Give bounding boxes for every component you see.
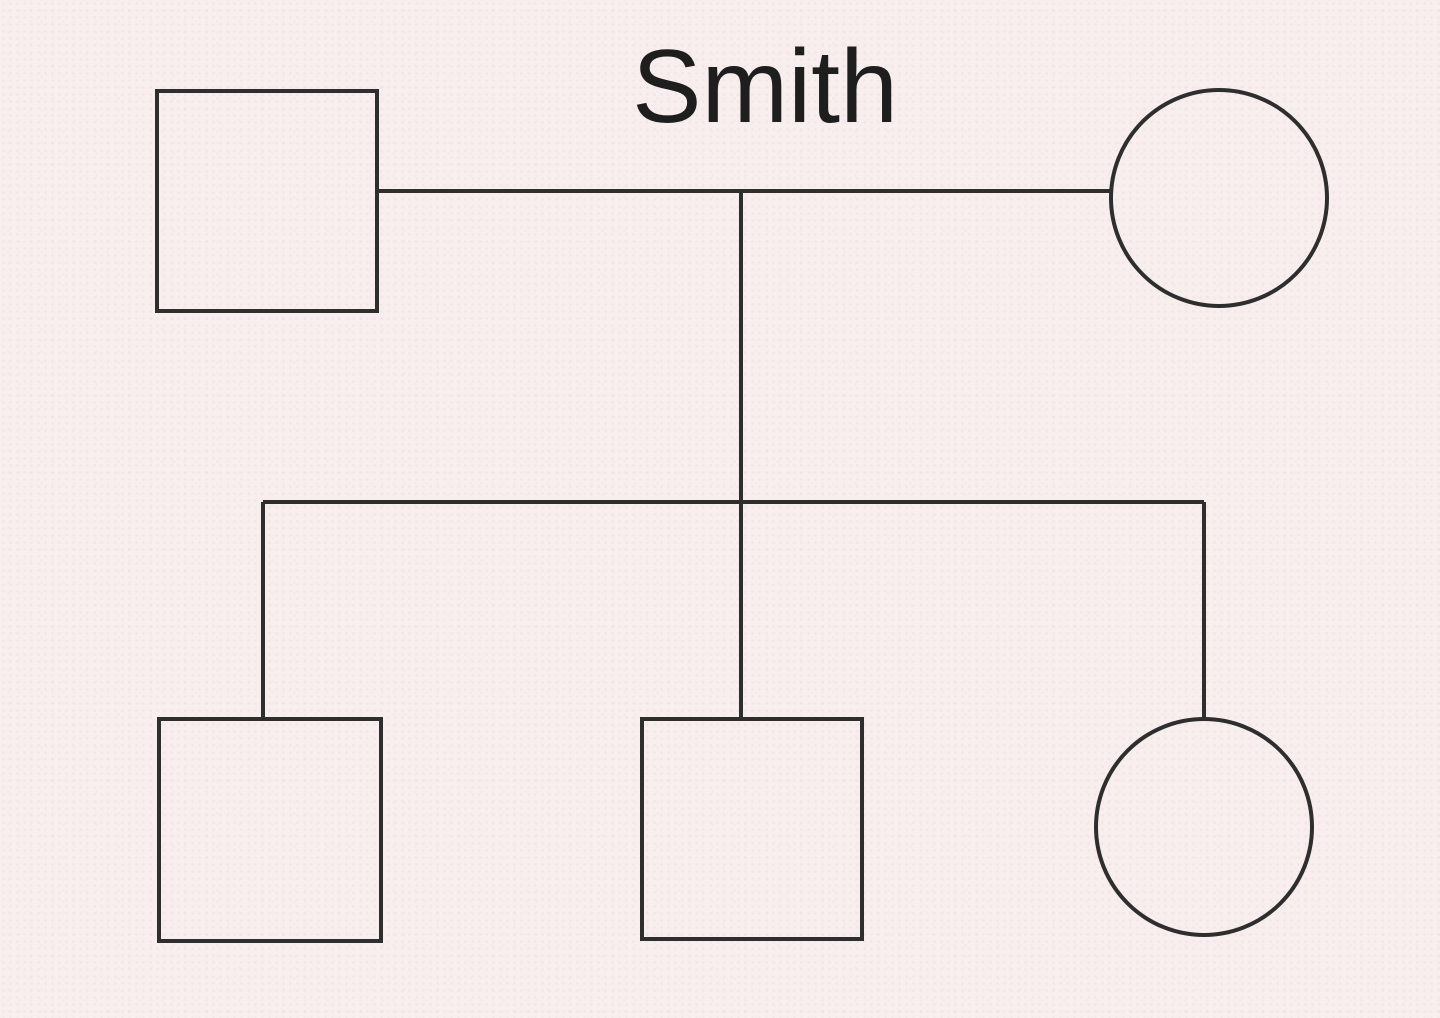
mother-female-symbol — [1109, 88, 1329, 308]
child-1-male-symbol — [157, 717, 383, 943]
child-3-female-symbol — [1094, 717, 1314, 937]
family-name-label: Smith — [632, 29, 898, 145]
child-2-male-symbol — [640, 717, 864, 941]
father-male-symbol — [155, 89, 379, 313]
